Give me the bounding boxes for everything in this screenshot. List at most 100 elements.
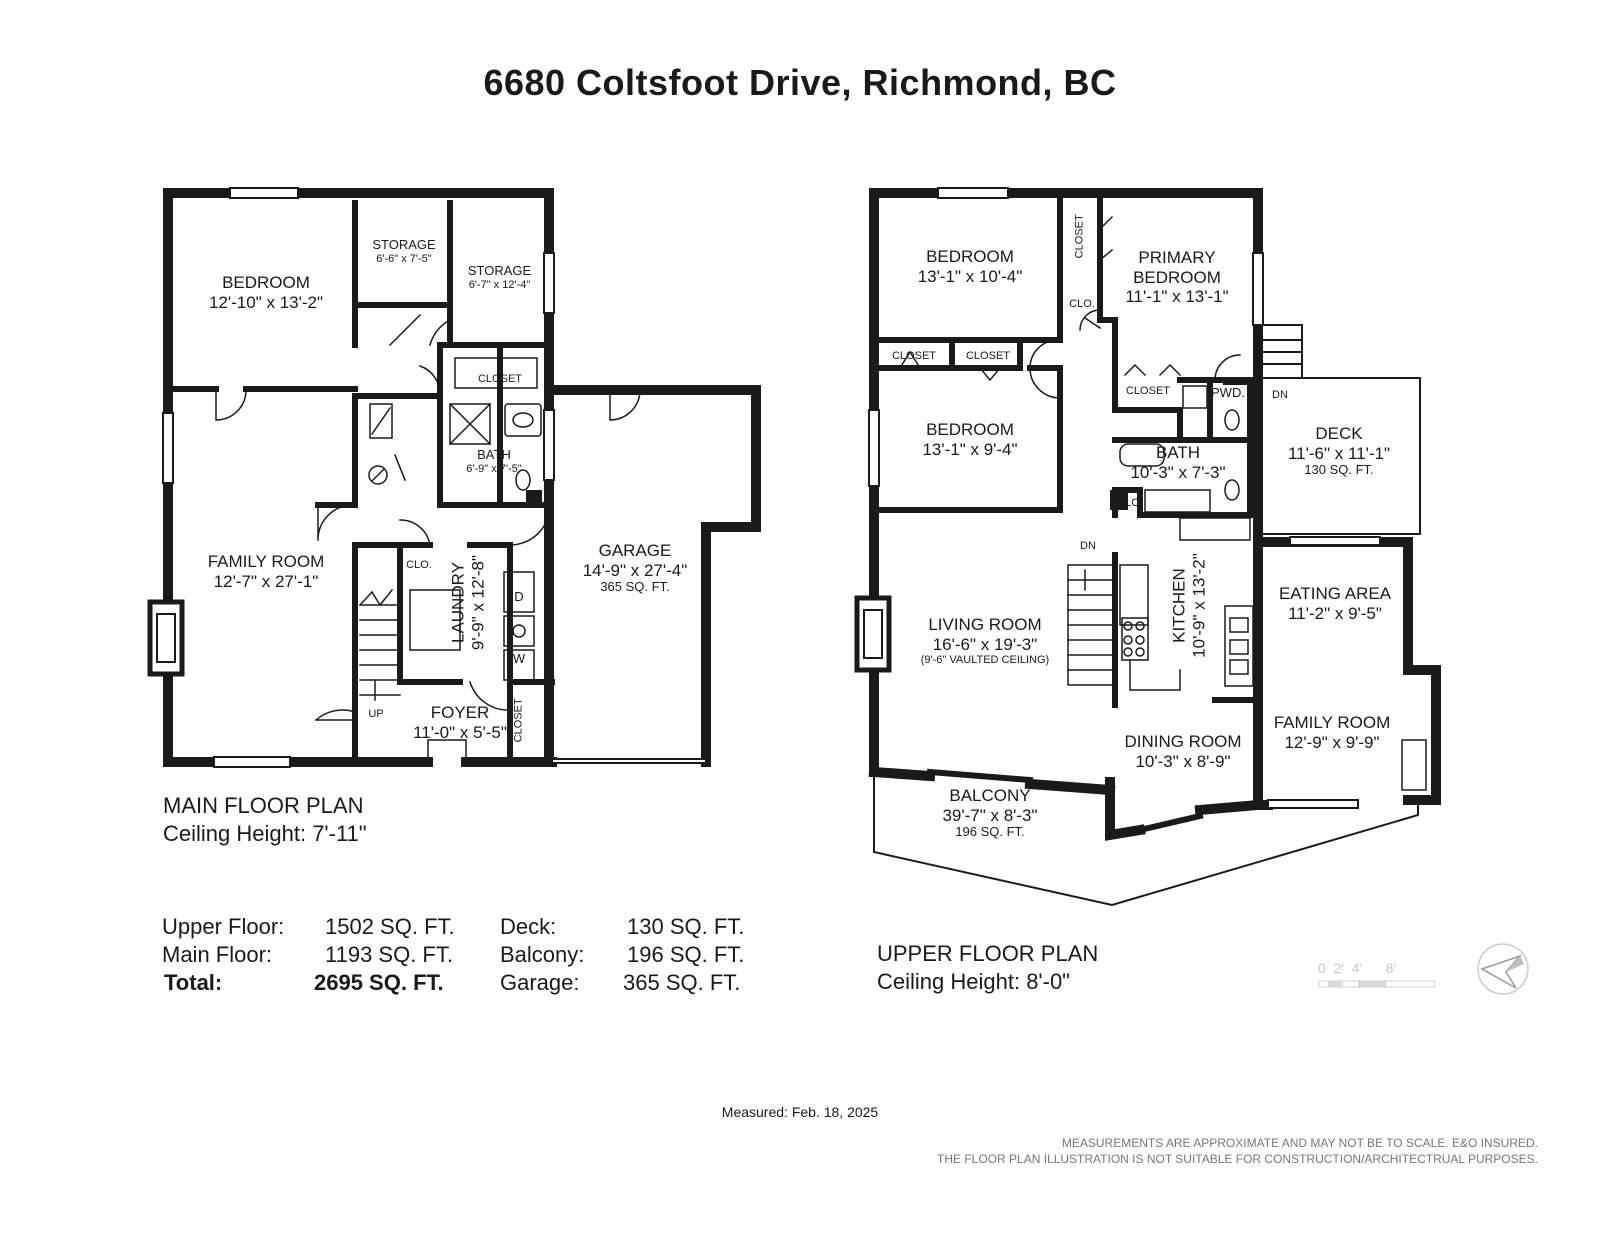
main-closet-label: CLOSET [477, 373, 522, 385]
room-area: 365 SQ. FT. [600, 579, 670, 595]
main-floor-ceiling-height: Ceiling Height: 7'-11" [163, 820, 367, 846]
main-floor-interior-walls [165, 200, 555, 765]
garage-area-value: 365 SQ. FT. [623, 970, 741, 995]
room-dims: 6'-7" x 12'-4" [468, 278, 531, 291]
upper-floor-plan-title: UPPER FLOOR PLAN Ceiling Height: 8'-0" [877, 940, 1098, 995]
room-name: DECK [1315, 424, 1363, 443]
disclaimer-line-1: MEASUREMENTS ARE APPROXIMATE AND MAY NOT… [1061, 1136, 1538, 1150]
room-name: BEDROOM [222, 273, 310, 292]
upper-clo-2-label: CLO. [1117, 497, 1143, 509]
upper-closet-vertical-label: CLOSET [1073, 214, 1086, 259]
room-dims: 12'-7" x 27'-1" [213, 571, 319, 591]
foyer-label: FOYER 11'-0" x 5'-5" [410, 703, 510, 742]
upper-clo-1-label: CLO. [1069, 298, 1095, 310]
upper-closet-c-label: CLOSET [1125, 385, 1170, 397]
main-storage-2-label: STORAGE 6'-7" x 12'-4" [452, 263, 547, 292]
room-name-2: BEDROOM [1133, 267, 1221, 287]
dining-room-label: DINING ROOM 10'-3" x 8'-9" [1118, 732, 1248, 771]
room-dims: 11'-6" x 11'-1" [1287, 443, 1391, 463]
deck-area-label: Deck: [500, 914, 557, 939]
kitchen-label: KITCHEN 10'-9" x 13'-2" [1169, 541, 1208, 671]
upper-floor-heading: UPPER FLOOR PLAN [877, 941, 1099, 966]
room-name: STORAGE [372, 237, 436, 252]
room-note: (9'-6" VAULTED CEILING) [920, 654, 1050, 667]
room-name: DINING ROOM [1124, 732, 1242, 751]
laundry-label: LAUNDRY 9'-9" x 12'-8" [448, 543, 487, 663]
balcony-area-label: Balcony: [500, 942, 585, 967]
room-name: LIVING ROOM [928, 615, 1042, 634]
upper-floor-area-label: Upper Floor: [162, 914, 285, 939]
room-dims: 10'-3" x 8'-9" [1135, 751, 1231, 771]
room-dims: 39'-7" x 8'-3" [942, 805, 1038, 825]
total-area-label: Total: [164, 970, 223, 995]
room-dims: 14'-9" x 27'-4" [582, 560, 688, 580]
upper-family-room-label: FAMILY ROOM 12'-9" x 9'-9" [1264, 713, 1400, 752]
balcony-area-value: 196 SQ. FT. [627, 942, 745, 967]
main-floor-heading: MAIN FLOOR PLAN [163, 793, 364, 818]
upper-closet-b-label: CLOSET [965, 350, 1010, 362]
disclaimer-line-2: THE FLOOR PLAN ILLUSTRATION IS NOT SUITA… [937, 1151, 1538, 1166]
room-name: EATING AREA [1278, 584, 1392, 603]
room-name: BEDROOM [926, 247, 1014, 266]
scale-bar-labels: 0 2' 4' 8' [1318, 960, 1397, 976]
upper-bath-label: BATH 10'-3" x 7'-3" [1118, 443, 1238, 482]
upper-bedroom-1-label: BEDROOM 13'-1" x 10'-4" [910, 247, 1030, 286]
room-dims: 12'-10" x 13'-2" [208, 292, 323, 312]
main-stairs-dn-label: DN [1080, 540, 1096, 552]
total-area-value: 2695 SQ. FT. [314, 970, 444, 995]
upper-bedroom-2-label: BEDROOM 13'-1" x 9'-4" [910, 420, 1030, 459]
scale-bar: 0 2' 4' 8' [1318, 960, 1438, 992]
foyer-closet-label: CLOSET [512, 698, 525, 743]
room-dims: 12'-9" x 9'-9" [1284, 732, 1380, 752]
room-name: BEDROOM [926, 420, 1014, 439]
deck-area-value: 130 SQ. FT. [627, 914, 745, 939]
eating-area-label: EATING AREA 11'-2" x 9'-5" [1270, 584, 1400, 623]
deck-stairs-dn-label: DN [1272, 389, 1288, 401]
main-floor-area-value: 1193 SQ. FT. [325, 942, 453, 967]
room-dims: 6'-9" x 7'-5" [466, 462, 522, 475]
upper-closet-a-label: CLOSET [891, 350, 936, 362]
compass-icon [1476, 942, 1530, 1001]
washer-label: W [512, 651, 526, 666]
room-dims: 9'-9" x 12'-8" [468, 555, 487, 651]
garage-area-label: Garage: [500, 970, 580, 995]
powder-room-label: PWD. [1211, 385, 1245, 400]
main-family-room-label: FAMILY ROOM 12'-7" x 27'-1" [196, 552, 336, 591]
main-floor-area-label: Main Floor: [162, 942, 273, 967]
room-name: PRIMARY [1138, 248, 1216, 267]
dryer-label: D [514, 589, 524, 604]
main-bedroom-label: BEDROOM 12'-10" x 13'-2" [196, 273, 336, 312]
upper-floor-ceiling-height: Ceiling Height: 8'-0" [877, 968, 1070, 994]
balcony-label: BALCONY 39'-7" x 8'-3" 196 SQ. FT. [930, 786, 1050, 840]
upper-floor-area-value: 1502 SQ. FT. [325, 914, 455, 939]
room-dims: 16'-6" x 19'-3" [932, 634, 1038, 654]
room-dims: 10'-9" x 13'-2" [1189, 553, 1208, 658]
room-dims: 13'-1" x 9'-4" [922, 439, 1018, 459]
room-dims: 11'-2" x 9'-5" [1288, 603, 1382, 623]
primary-bedroom-label: PRIMARY BEDROOM 11'-1" x 13'-1" [1116, 248, 1238, 307]
upper-floor-interior-walls [871, 190, 1261, 808]
garage-label: GARAGE 14'-9" x 27'-4" 365 SQ. FT. [570, 541, 700, 595]
room-name: BALCONY [949, 786, 1031, 805]
page-title: 6680 Coltsfoot Drive, Richmond, BC [483, 62, 1117, 103]
room-area: 130 SQ. FT. [1304, 462, 1374, 478]
room-name: LAUNDRY [448, 562, 468, 644]
room-name: BATH [477, 447, 511, 462]
deck-label: DECK 11'-6" x 11'-1" 130 SQ. FT. [1276, 424, 1402, 478]
stairs-up-label: UP [368, 708, 384, 720]
room-name: KITCHEN [1169, 568, 1189, 643]
living-room-label: LIVING ROOM 16'-6" x 19'-3" (9'-6" VAULT… [900, 615, 1070, 667]
room-name: GARAGE [598, 541, 672, 560]
main-storage-1-label: STORAGE 6'-6" x 7'-5" [360, 237, 448, 266]
main-clo-label: CLO. [406, 559, 432, 571]
room-dims: 11'-0" x 5'-5" [413, 722, 507, 742]
scale-bar-graphic [1318, 980, 1436, 988]
disclaimer: MEASUREMENTS ARE APPROXIMATE AND MAY NOT… [937, 1136, 1538, 1167]
room-dims: 11'-1" x 13'-1" [1125, 287, 1229, 307]
room-name: BATH [1155, 443, 1201, 462]
room-name: STORAGE [467, 263, 532, 278]
main-floor-plan-title: MAIN FLOOR PLAN Ceiling Height: 7'-11" [163, 792, 367, 847]
room-dims: 6'-6" x 7'-5" [376, 252, 432, 265]
room-name: FAMILY ROOM [1273, 713, 1391, 732]
